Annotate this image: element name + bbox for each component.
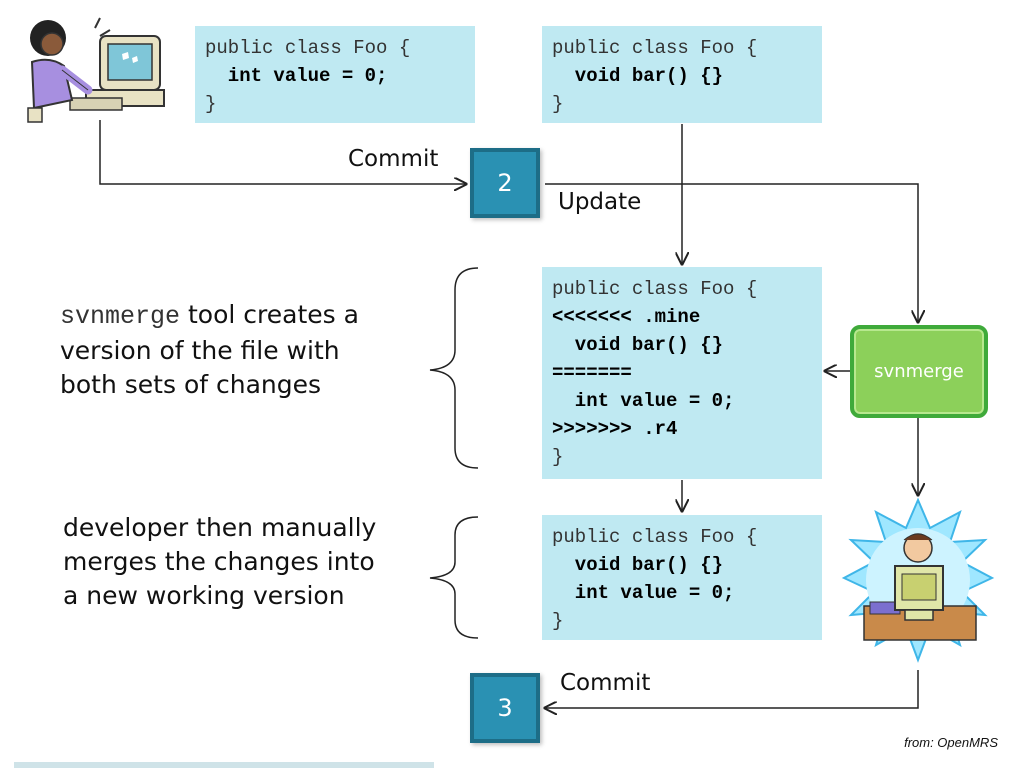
step-2-number: 2 — [497, 169, 513, 197]
code-final-version: public class Foo { void bar() {} int val… — [542, 515, 822, 640]
commit-label-top: Commit — [348, 146, 439, 172]
description-line: merges the changes into — [63, 547, 375, 576]
code-line: >>>>>>> .r4 — [552, 418, 678, 440]
description-line: developer then manually — [63, 513, 377, 542]
step-3-box: 3 — [470, 673, 540, 743]
code-line: } — [552, 446, 564, 468]
description-line: a new working version — [63, 581, 345, 610]
code-line: void bar() {} — [552, 65, 724, 87]
code-line: public class Foo { — [552, 526, 758, 548]
source-credit: from: OpenMRS — [904, 735, 998, 750]
code-line: } — [552, 93, 564, 115]
step-3-number: 3 — [497, 694, 513, 722]
code-line: public class Foo { — [552, 37, 758, 59]
code-local-change: public class Foo { int value = 0; } — [195, 26, 475, 123]
code-line: int value = 0; — [205, 65, 388, 87]
code-merged-conflict: public class Foo { <<<<<<< .mine void ba… — [542, 267, 822, 479]
code-line: int value = 0; — [552, 390, 735, 412]
commit-label-bottom: Commit — [560, 670, 651, 696]
svnmerge-description: svnmerge tool creates a version of the f… — [60, 298, 359, 402]
code-line: public class Foo { — [205, 37, 411, 59]
description-line: svnmerge tool creates a — [60, 300, 359, 331]
code-line: <<<<<<< .mine — [552, 306, 701, 328]
code-line: ======= — [552, 362, 632, 384]
update-arrow-right — [545, 183, 918, 322]
commit-arrow-bottom — [545, 670, 919, 708]
svnmerge-command: svnmerge — [60, 302, 181, 331]
commit-arrow-top — [99, 120, 466, 184]
code-repository-change: public class Foo { void bar() {} } — [542, 26, 822, 123]
svnmerge-tool-box: svnmerge — [850, 325, 988, 418]
code-line: } — [205, 93, 217, 115]
brace-manual — [429, 516, 479, 639]
developer-at-computer-icon — [27, 17, 165, 123]
manual-merge-description: developer then manually merges the chang… — [63, 511, 376, 613]
decorative-strip — [14, 762, 434, 768]
code-line: void bar() {} — [552, 554, 724, 576]
code-line: int value = 0; — [552, 582, 735, 604]
step-2-box: 2 — [470, 148, 540, 218]
description-line: both sets of changes — [60, 370, 322, 399]
code-line: } — [552, 610, 564, 632]
brace-svnmerge — [429, 267, 479, 469]
description-line: version of the file with — [60, 336, 340, 365]
code-line: void bar() {} — [552, 334, 724, 356]
svnmerge-tool-label: svnmerge — [874, 361, 964, 382]
developer-merging-icon — [841, 497, 995, 663]
update-label: Update — [558, 189, 642, 215]
code-line: public class Foo { — [552, 278, 758, 300]
